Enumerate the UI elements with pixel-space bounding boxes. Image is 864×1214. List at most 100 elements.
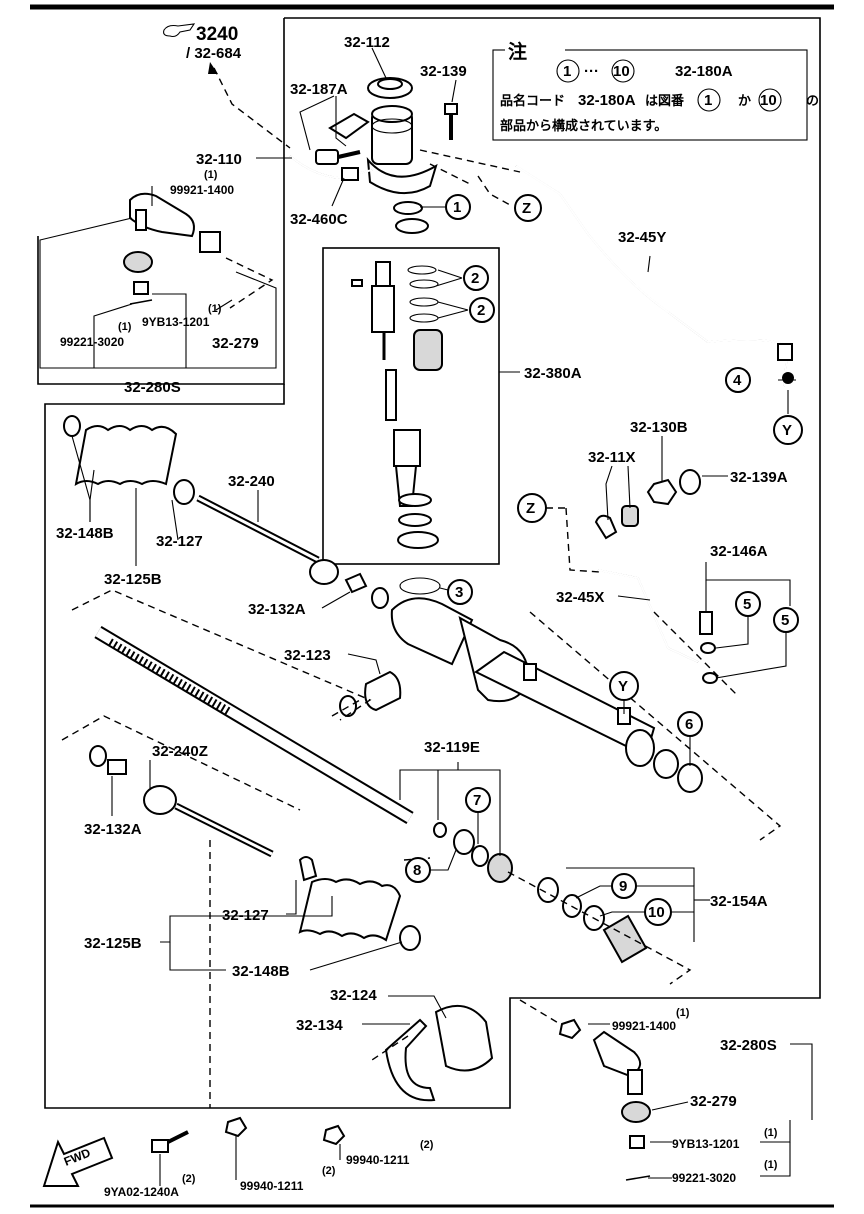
label-32-148b-upper: 32-148B [56, 525, 114, 542]
svg-text:10: 10 [760, 92, 777, 109]
label-32-112: 32-112 [344, 34, 390, 51]
label-32-279-lower: 32-279 [690, 1093, 737, 1110]
svg-text:5: 5 [743, 596, 751, 613]
note-range-part: 32-180A [675, 63, 733, 80]
qty-99940-1211-right: (2) [420, 1139, 434, 1151]
svg-text:4: 4 [733, 372, 742, 389]
reference-main: 3240 [196, 24, 238, 45]
svg-text:9: 9 [619, 878, 627, 895]
reference-block: 3240 / 32-684 [163, 23, 291, 149]
svg-text:2: 2 [477, 302, 485, 319]
callout-circle-2a: 2 [463, 265, 489, 291]
qty-9yb13-1201-upper: (1) [208, 303, 222, 315]
label-32-45y: 32-45Y [618, 229, 666, 246]
svg-text:1: 1 [563, 63, 571, 80]
callout-circle-2b: 2 [469, 297, 495, 323]
label-99221-3020-upper: 99221-3020 [60, 335, 124, 349]
svg-text:6: 6 [685, 716, 693, 733]
label-32-280s-upper: 32-280S [124, 379, 181, 396]
part-graphics-upper [289, 77, 794, 387]
svg-text:1: 1 [453, 199, 461, 216]
label-32-240: 32-240 [228, 473, 275, 490]
label-32-132a-upper: 32-132A [248, 601, 306, 618]
qty-9yb13-1201-lower: (1) [764, 1127, 778, 1139]
note-line1-d: の [806, 94, 819, 109]
note-circle-to: 10 [611, 59, 635, 83]
callout-circle-z-lower: Z [517, 493, 547, 523]
svg-text:Z: Z [522, 200, 531, 217]
note-line2: 部品から構成されています。 [500, 118, 667, 134]
label-32-139a: 32-139A [730, 469, 788, 486]
svg-text:Z: Z [526, 500, 535, 517]
qty-99921-1400-lower: (1) [676, 1007, 690, 1019]
note-box: 注 1 ··· 10 32-180A 品名コード 32-180A は図番 1 か… [492, 40, 819, 141]
label-32-127-upper: 32-127 [156, 533, 203, 550]
label-32-110: 32-110 [196, 151, 242, 168]
note-range-sep: ··· [584, 63, 599, 80]
label-32-130b: 32-130B [630, 419, 688, 436]
label-32-132a-lower: 32-132A [84, 821, 142, 838]
label-32-148b-lower: 32-148B [232, 963, 290, 980]
label-32-11x: 32-11X [588, 449, 636, 466]
note-circle-from: 1 [556, 59, 580, 83]
label-32-125b-upper: 32-125B [104, 571, 162, 588]
callout-circle-z-upper: Z [514, 194, 542, 222]
note-line1-a: 品名コード [500, 93, 565, 109]
label-32-124: 32-124 [330, 987, 377, 1004]
label-9yb13-1201-upper: 9YB13-1201 [142, 315, 210, 329]
valve-assembly-box [322, 247, 520, 565]
note-title: 注 [508, 40, 527, 63]
label-32-139: 32-139 [420, 63, 467, 80]
svg-text:1: 1 [704, 92, 712, 109]
note-circle-1: 1 [697, 88, 721, 112]
label-32-123: 32-123 [284, 647, 331, 664]
callout-circle-8: 8 [405, 857, 431, 883]
right-side-graphics [42, 469, 718, 1187]
callout-circle-y-lower: Y [609, 671, 639, 701]
reference-sub: / 32-684 [186, 45, 242, 62]
callout-circle-5b: 5 [773, 607, 799, 633]
label-32-380a: 32-380A [524, 365, 582, 382]
callout-circle-4: 4 [725, 367, 751, 393]
label-32-134: 32-134 [296, 1017, 343, 1034]
hand-pointer-icon [163, 23, 196, 38]
callout-circle-3: 3 [399, 577, 473, 605]
label-32-187a: 32-187A [290, 81, 348, 98]
label-32-45x: 32-45X [556, 589, 604, 606]
callout-circle-9: 9 [611, 873, 637, 899]
callout-circle-1: 1 [445, 194, 471, 220]
left-tie-rod-end-graphics [123, 192, 274, 309]
svg-text:3: 3 [455, 584, 463, 601]
label-32-240z: 32-240Z [152, 743, 208, 760]
label-32-280s-lower: 32-280S [720, 1037, 777, 1054]
callout-circle-y-upper: Y [773, 415, 803, 445]
label-99921-1400-upper: 99921-1400 [170, 183, 234, 197]
svg-text:Y: Y [618, 678, 628, 695]
note-circle-10: 10 [758, 88, 782, 112]
label-9ya02-1240a: 9YA02-1240A [104, 1185, 179, 1199]
callout-circle-10: 10 [644, 898, 672, 926]
callout-circle-5a: 5 [735, 591, 761, 617]
label-32-119e: 32-119E [424, 739, 480, 756]
svg-text:5: 5 [781, 612, 789, 629]
label-32-125b-lower: 32-125B [84, 935, 142, 952]
callout-circle-7: 7 [465, 787, 491, 813]
frame-lines [30, 4, 834, 1208]
label-99921-1400-lower: 99921-1400 [612, 1019, 676, 1033]
svg-text:7: 7 [473, 792, 481, 809]
label-9yb13-1201-lower: 9YB13-1201 [672, 1137, 740, 1151]
callout-circle-6: 6 [677, 711, 703, 737]
label-32-146a: 32-146A [710, 543, 768, 560]
label-99221-3020-lower: 99221-3020 [672, 1171, 736, 1185]
qty-99221-3020-lower: (1) [764, 1159, 778, 1171]
qty-99940-1211-left: (2) [322, 1165, 336, 1177]
label-32-460c: 32-460C [290, 211, 348, 228]
qty-99221-3020-upper: (1) [118, 321, 132, 333]
part-labels: 32-112 32-139 32-187A 32-110 32-460C 32-… [56, 34, 788, 1199]
svg-text:10: 10 [648, 904, 665, 921]
label-99940-1211-left: 99940-1211 [240, 1179, 304, 1193]
svg-text:8: 8 [413, 862, 421, 879]
note-line1-b: は図番 [645, 93, 685, 109]
